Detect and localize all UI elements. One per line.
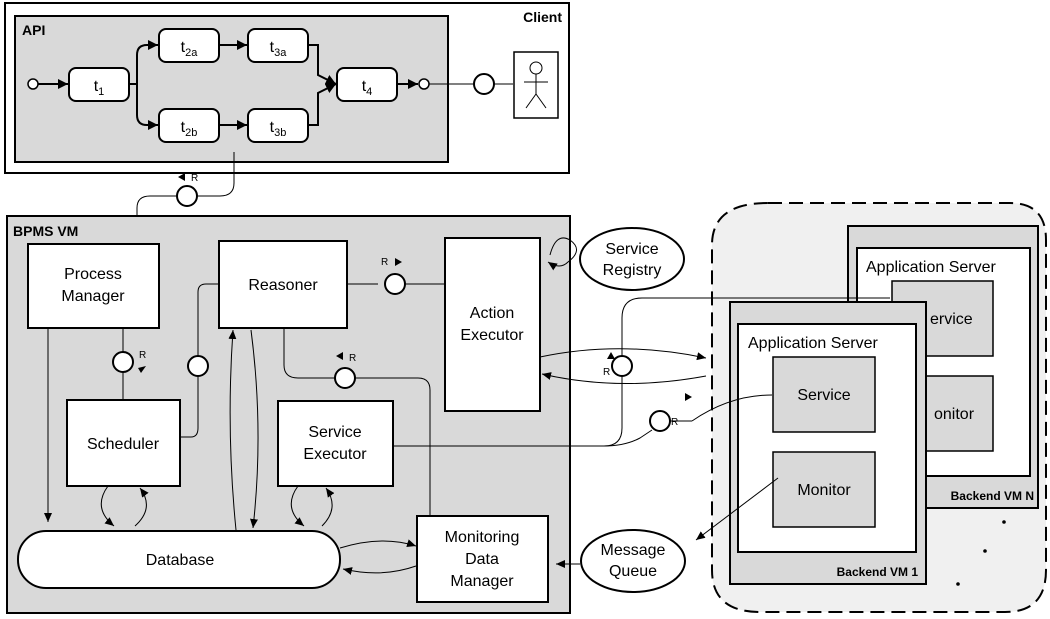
action-executor: Action Executor: [444, 237, 541, 412]
bpms-title: BPMS VM: [13, 223, 78, 239]
svg-text:Database: Database: [146, 552, 215, 569]
process-manager: Process Manager: [27, 243, 160, 329]
svg-text:Application Server: Application Server: [748, 335, 879, 352]
task-t3a: t3a: [247, 28, 309, 63]
svg-text:Manager: Manager: [450, 573, 514, 590]
client-title: Client: [523, 9, 562, 25]
svg-text:Executor: Executor: [460, 327, 524, 344]
svg-text:Process: Process: [64, 266, 122, 283]
svg-text:R: R: [139, 350, 146, 361]
svg-text:Scheduler: Scheduler: [87, 436, 160, 453]
pm-scheduler-interface: [112, 351, 134, 373]
database: Database: [17, 530, 341, 589]
svg-text:Registry: Registry: [603, 262, 662, 279]
action-backend-interface: [611, 355, 633, 377]
svg-text:t2a: t2a: [181, 39, 199, 59]
svg-text:R: R: [671, 417, 678, 428]
backend-vm-1-label: Backend VM 1: [837, 565, 919, 579]
svg-text:Data: Data: [465, 551, 499, 568]
task-t3b: t3b: [247, 108, 309, 143]
scheduler: Scheduler: [66, 399, 181, 487]
svg-text:t3a: t3a: [270, 39, 288, 59]
svg-text:Action: Action: [470, 305, 514, 322]
svg-text:t1: t1: [94, 78, 105, 98]
backend-vm-n-label: Backend VM N: [951, 489, 1034, 503]
executor-backend-interface: [649, 410, 671, 432]
svg-text:t2b: t2b: [181, 119, 198, 139]
backend-service-box: [772, 356, 876, 433]
svg-text:Message: Message: [601, 542, 666, 559]
svg-text:Service: Service: [308, 424, 361, 441]
svg-text:Monitor: Monitor: [797, 482, 851, 499]
reasoner-monitoring-interface: [334, 367, 356, 389]
end-event: [418, 78, 430, 90]
user-actor-icon: [513, 51, 559, 119]
scheduler-reasoner-interface: [187, 355, 209, 377]
task-t4: t4: [336, 67, 398, 102]
svg-text:Queue: Queue: [609, 563, 657, 580]
reasoner-action-interface: [384, 273, 406, 295]
svg-text:t3b: t3b: [270, 119, 287, 139]
backend-vm-1: Application Server Service Monitor Backe…: [729, 301, 927, 585]
reasoner: Reasoner: [218, 240, 348, 329]
svg-text:Service: Service: [797, 387, 850, 404]
api-title: API: [22, 22, 45, 38]
svg-text:onitor: onitor: [934, 406, 975, 423]
client-region: Client API t1 t2a t3a t2b: [4, 2, 570, 174]
service-executor: Service Executor: [277, 400, 394, 487]
svg-text:Reasoner: Reasoner: [248, 277, 318, 294]
svg-text:Application Server: Application Server: [866, 259, 997, 276]
task-t1: t1: [68, 67, 130, 102]
svg-text:ervice: ervice: [930, 311, 973, 328]
r-arrow-icon: [178, 173, 185, 181]
task-t2a: t2a: [158, 28, 220, 63]
svg-text:Monitoring: Monitoring: [445, 529, 520, 546]
monitoring-data-manager: Monitoring Data Manager: [416, 515, 549, 603]
svg-text:R: R: [603, 367, 610, 378]
api-interface: [176, 185, 198, 207]
backend-monitor-box: [772, 451, 876, 528]
svg-text:R: R: [381, 257, 388, 268]
ellipsis-dots: [956, 520, 1006, 586]
svg-text:Manager: Manager: [61, 288, 125, 305]
svg-text:R: R: [191, 173, 198, 184]
svg-text:Service: Service: [605, 241, 658, 258]
message-queue: Message Queue: [580, 529, 686, 593]
task-t2b: t2b: [158, 108, 220, 143]
start-event: [27, 78, 39, 90]
svg-text:R: R: [349, 353, 356, 364]
service-registry: Service Registry: [579, 227, 685, 291]
svg-text:t4: t4: [362, 78, 373, 98]
client-interface: [473, 73, 495, 95]
svg-text:Executor: Executor: [303, 446, 367, 463]
